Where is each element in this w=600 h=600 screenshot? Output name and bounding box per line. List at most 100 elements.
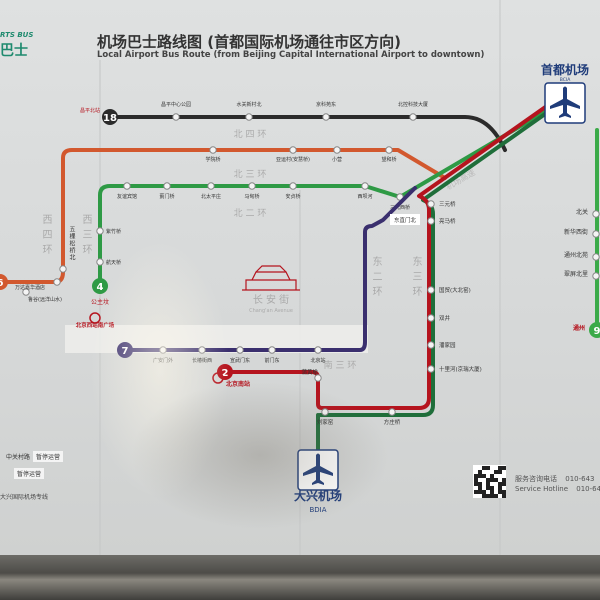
airplane-icon xyxy=(550,86,580,118)
hotline-number-1: 010-643 xyxy=(565,475,595,483)
line-2-station-label: 双井 xyxy=(439,314,451,322)
qr-cell xyxy=(502,478,506,482)
tiananmen-stroke xyxy=(245,279,297,290)
tiananmen-icon xyxy=(242,265,300,291)
qr-cell xyxy=(498,466,502,470)
railway-station-icon xyxy=(89,312,101,324)
line-18-station-label: 昌平中心公园 xyxy=(161,101,191,108)
daxing-airport-code: BDIA xyxy=(309,506,326,514)
station-marker xyxy=(159,346,167,354)
station-marker xyxy=(53,278,61,286)
line-9-station-label: 通州北苑 xyxy=(564,251,588,259)
ring-label-east2: 东二环 xyxy=(370,256,381,301)
station-marker xyxy=(96,227,104,235)
line-2-station-label: 十里河(京瑞大厦) xyxy=(439,365,482,373)
qr-cell xyxy=(490,478,494,482)
ring-label-north3: 北 三 环 xyxy=(234,169,267,180)
station-marker xyxy=(592,230,600,238)
station-marker xyxy=(409,113,417,121)
line-4-path xyxy=(98,98,567,287)
suspended-label: 暂停运营 xyxy=(36,453,60,461)
station-marker xyxy=(427,365,435,373)
station-marker xyxy=(322,113,330,121)
qr-cell xyxy=(490,474,494,478)
station-marker xyxy=(427,200,435,208)
ring-label-north4: 北 四 环 xyxy=(234,129,267,140)
ring-label-west4: 西四环 xyxy=(40,214,51,259)
route-map-poster: RTS BUS 巴士 机场巴士路线图 (首都国际机场通往市区方向) Local … xyxy=(0,0,600,555)
qr-cell xyxy=(498,482,502,486)
station-marker xyxy=(427,286,435,294)
daxing-airport-name: 大兴机场 xyxy=(294,488,342,503)
suspended-badge xyxy=(14,468,44,479)
line-7-station-label: 广安门外 xyxy=(153,357,173,364)
line-4-station-label: 北太平庄 xyxy=(201,193,221,200)
line-6-station-label: 鲁谷(远洋山水) xyxy=(28,296,62,303)
label-bg xyxy=(390,214,420,225)
station-marker xyxy=(123,182,131,190)
map-title: 机场巴士路线图 (首都国际机场通往市区方向) xyxy=(97,33,401,51)
qr-cell xyxy=(478,474,482,478)
line-9-station-label: 翠屏北里 xyxy=(564,270,588,278)
qr-cell xyxy=(486,494,490,498)
qr-cell xyxy=(502,466,506,470)
station-marker xyxy=(314,346,322,354)
qr-cell xyxy=(482,494,486,498)
line-4-badge-number: 4 xyxy=(97,282,104,293)
line-9-badge-number: 9 xyxy=(594,326,600,337)
line-6-station-label: 望和桥 xyxy=(381,156,396,163)
landmark-label: 长 安 街 xyxy=(253,293,289,306)
line-9-station-label: 北关 xyxy=(576,208,588,216)
line-9-station-label: 新华西街 xyxy=(564,228,588,236)
line-2-station-label: 国贸(大北窑) xyxy=(439,286,471,294)
capital-airport-name: 首都机场 xyxy=(541,62,589,77)
line-18-terminal: 昌平北站 xyxy=(80,107,100,114)
qr-code-icon xyxy=(473,465,506,498)
station-marker xyxy=(385,146,393,154)
line-7-station-label: 北京站 xyxy=(310,357,325,364)
line-4-station-label: 马甸桥 xyxy=(244,193,259,200)
line-6-station-label: 小营 xyxy=(332,156,342,163)
station-marker xyxy=(388,408,396,416)
station-marker xyxy=(314,374,322,382)
station-marker xyxy=(361,182,369,190)
line-2-terminal: 北京南站 xyxy=(226,380,250,388)
line-6-station-label: 万达嘉华酒店 xyxy=(15,284,45,291)
line-2-station-label: 潘家园 xyxy=(439,341,456,349)
line-7-station-label: 前门东 xyxy=(264,357,279,364)
tiananmen-stroke xyxy=(255,265,287,273)
line-7-badge-number: 7 xyxy=(122,346,129,357)
station-marker xyxy=(268,346,276,354)
qr-cell xyxy=(486,478,490,482)
line-18-badge-number: 18 xyxy=(103,113,117,124)
qr-cell xyxy=(478,470,482,474)
line-7-station-label: 长椿街西 xyxy=(192,357,212,364)
line-6-station-label: 亚运村(安慧桥) xyxy=(276,156,310,163)
qr-cell xyxy=(494,478,498,482)
qr-cell xyxy=(474,474,478,478)
qr-cell xyxy=(498,490,502,494)
airplane-shape xyxy=(303,453,333,485)
qr-cell xyxy=(478,486,482,490)
qr-cell xyxy=(494,470,498,474)
qr-cell xyxy=(490,494,494,498)
line-7-path xyxy=(123,186,417,352)
ring-label-north2: 北 二 环 xyxy=(234,208,267,219)
line-4-station-label: 西坝河 xyxy=(357,193,372,200)
line-2-station-label: 三元桥 xyxy=(439,200,456,208)
map-subtitle: Local Airport Bus Route (from Beijing Ca… xyxy=(97,50,485,60)
line-4-terminal: 公主坟 xyxy=(91,298,109,306)
qr-cell xyxy=(490,490,494,494)
qr-cell xyxy=(478,482,482,486)
qr-cell xyxy=(478,490,482,494)
line-4-station-label: 安贞桥 xyxy=(285,193,300,200)
line-4-station-label: 蓟门桥 xyxy=(159,193,174,200)
line-7-station-label: 东直门北 xyxy=(394,216,417,224)
tiananmen-stroke xyxy=(251,271,291,281)
service-hotline: 服务咨询电话 010-643 Service Hotline 010-645 xyxy=(515,474,600,494)
ring-label-south3: 南 三 环 xyxy=(324,359,357,371)
line-4-station-label: 航天桥 xyxy=(106,259,121,266)
line-7-terminal: 北京西站南广场 xyxy=(76,321,115,329)
station-marker xyxy=(289,182,297,190)
station-marker xyxy=(289,146,297,154)
